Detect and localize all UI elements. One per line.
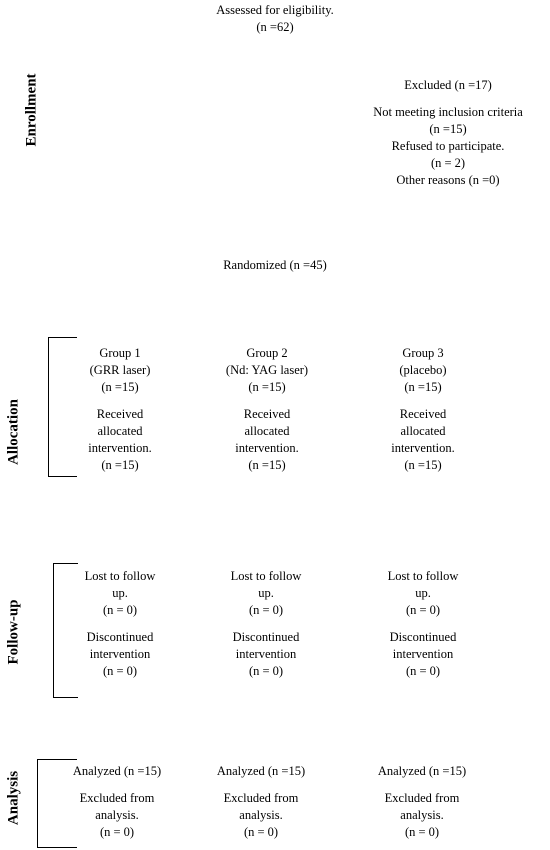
received-line: intervention.: [88, 441, 152, 455]
received-count: (n =15): [404, 458, 442, 472]
assessed-text: Assessed for eligibility.: [216, 3, 334, 17]
excluded-title: Excluded (n =17): [404, 78, 492, 92]
excluded-analysis-line: analysis.: [95, 808, 139, 822]
allocation-bracket: [48, 337, 77, 477]
group-name: Group 2: [246, 346, 288, 360]
received-line: Received: [96, 407, 144, 421]
group-count: (n =15): [248, 380, 286, 394]
discontinued-line: Discontinued: [389, 630, 457, 644]
group-2-allocation-box: Group 2 (Nd: YAG laser) (n =15) Received…: [200, 345, 334, 474]
excluded-analysis-line: Excluded from: [223, 791, 299, 805]
group-count: (n =15): [101, 380, 139, 394]
excluded-refused: Refused to participate.: [391, 139, 505, 153]
lost-line: up.: [415, 586, 431, 600]
group-count: (n =15): [404, 380, 442, 394]
lost-line: up.: [112, 586, 128, 600]
excluded-analysis-line: analysis.: [400, 808, 444, 822]
excluded-analysis-line: Excluded from: [79, 791, 155, 805]
analyzed-count: Analyzed (n =15): [377, 764, 467, 778]
group-2-analysis-box: Analyzed (n =15) Excluded from analysis.…: [191, 763, 331, 841]
analyzed-count: Analyzed (n =15): [72, 764, 162, 778]
discontinued-count: (n = 0): [102, 664, 138, 678]
discontinued-count: (n = 0): [405, 664, 441, 678]
lost-count: (n = 0): [405, 603, 441, 617]
stage-label-enrollment: Enrollment: [23, 73, 40, 147]
excluded-other: Other reasons (n =0): [396, 173, 500, 187]
excluded-refused-count: (n = 2): [430, 156, 466, 170]
excluded-analysis-count: (n = 0): [404, 825, 440, 839]
excluded-analysis-count: (n = 0): [243, 825, 279, 839]
group-arm: (Nd: YAG laser): [225, 363, 309, 377]
discontinued-line: intervention: [235, 647, 297, 661]
discontinued-line: Discontinued: [232, 630, 300, 644]
followup-bracket: [53, 563, 78, 698]
group-1-followup-box: Lost to follow up. (n = 0) Discontinued …: [55, 568, 185, 680]
discontinued-line: intervention: [89, 647, 151, 661]
assessed-box: Assessed for eligibility. (n =62): [190, 2, 360, 36]
excluded-analysis-line: analysis.: [239, 808, 283, 822]
lost-line: Lost to follow: [387, 569, 459, 583]
excluded-inclusion-count: (n =15): [429, 122, 467, 136]
assessed-count: (n =62): [256, 20, 294, 34]
lost-count: (n = 0): [248, 603, 284, 617]
group-name: Group 3: [402, 346, 444, 360]
received-line: intervention.: [235, 441, 299, 455]
lost-line: up.: [258, 586, 274, 600]
excluded-box: Excluded (n =17) Not meeting inclusion c…: [350, 77, 546, 189]
discontinued-line: intervention: [392, 647, 454, 661]
received-line: Received: [243, 407, 291, 421]
analyzed-count: Analyzed (n =15): [216, 764, 306, 778]
group-2-followup-box: Lost to follow up. (n = 0) Discontinued …: [201, 568, 331, 680]
excluded-inclusion-criteria: Not meeting inclusion criteria: [373, 105, 523, 119]
group-3-allocation-box: Group 3 (placebo) (n =15) Received alloc…: [358, 345, 488, 474]
stage-label-allocation: Allocation: [5, 399, 22, 465]
group-arm: (GRR laser): [89, 363, 151, 377]
excluded-analysis-count: (n = 0): [99, 825, 135, 839]
group-3-analysis-box: Analyzed (n =15) Excluded from analysis.…: [352, 763, 492, 841]
randomized-text: Randomized (n =45): [223, 258, 327, 272]
analysis-bracket: [37, 759, 77, 848]
stage-label-followup: Follow-up: [5, 599, 22, 665]
group-arm: (placebo): [399, 363, 447, 377]
randomized-box: Randomized (n =45): [190, 257, 360, 274]
group-name: Group 1: [99, 346, 141, 360]
excluded-analysis-line: Excluded from: [384, 791, 460, 805]
received-count: (n =15): [101, 458, 139, 472]
group-1-allocation-box: Group 1 (GRR laser) (n =15) Received all…: [55, 345, 185, 474]
discontinued-line: Discontinued: [86, 630, 154, 644]
received-line: Received: [399, 407, 447, 421]
received-line: intervention.: [391, 441, 455, 455]
group-1-analysis-box: Analyzed (n =15) Excluded from analysis.…: [47, 763, 187, 841]
received-line: allocated: [97, 424, 143, 438]
received-line: allocated: [400, 424, 446, 438]
received-line: allocated: [244, 424, 290, 438]
lost-line: Lost to follow: [84, 569, 156, 583]
received-count: (n =15): [248, 458, 286, 472]
stage-label-analysis: Analysis: [5, 770, 22, 826]
lost-line: Lost to follow: [230, 569, 302, 583]
discontinued-count: (n = 0): [248, 664, 284, 678]
group-3-followup-box: Lost to follow up. (n = 0) Discontinued …: [358, 568, 488, 680]
lost-count: (n = 0): [102, 603, 138, 617]
